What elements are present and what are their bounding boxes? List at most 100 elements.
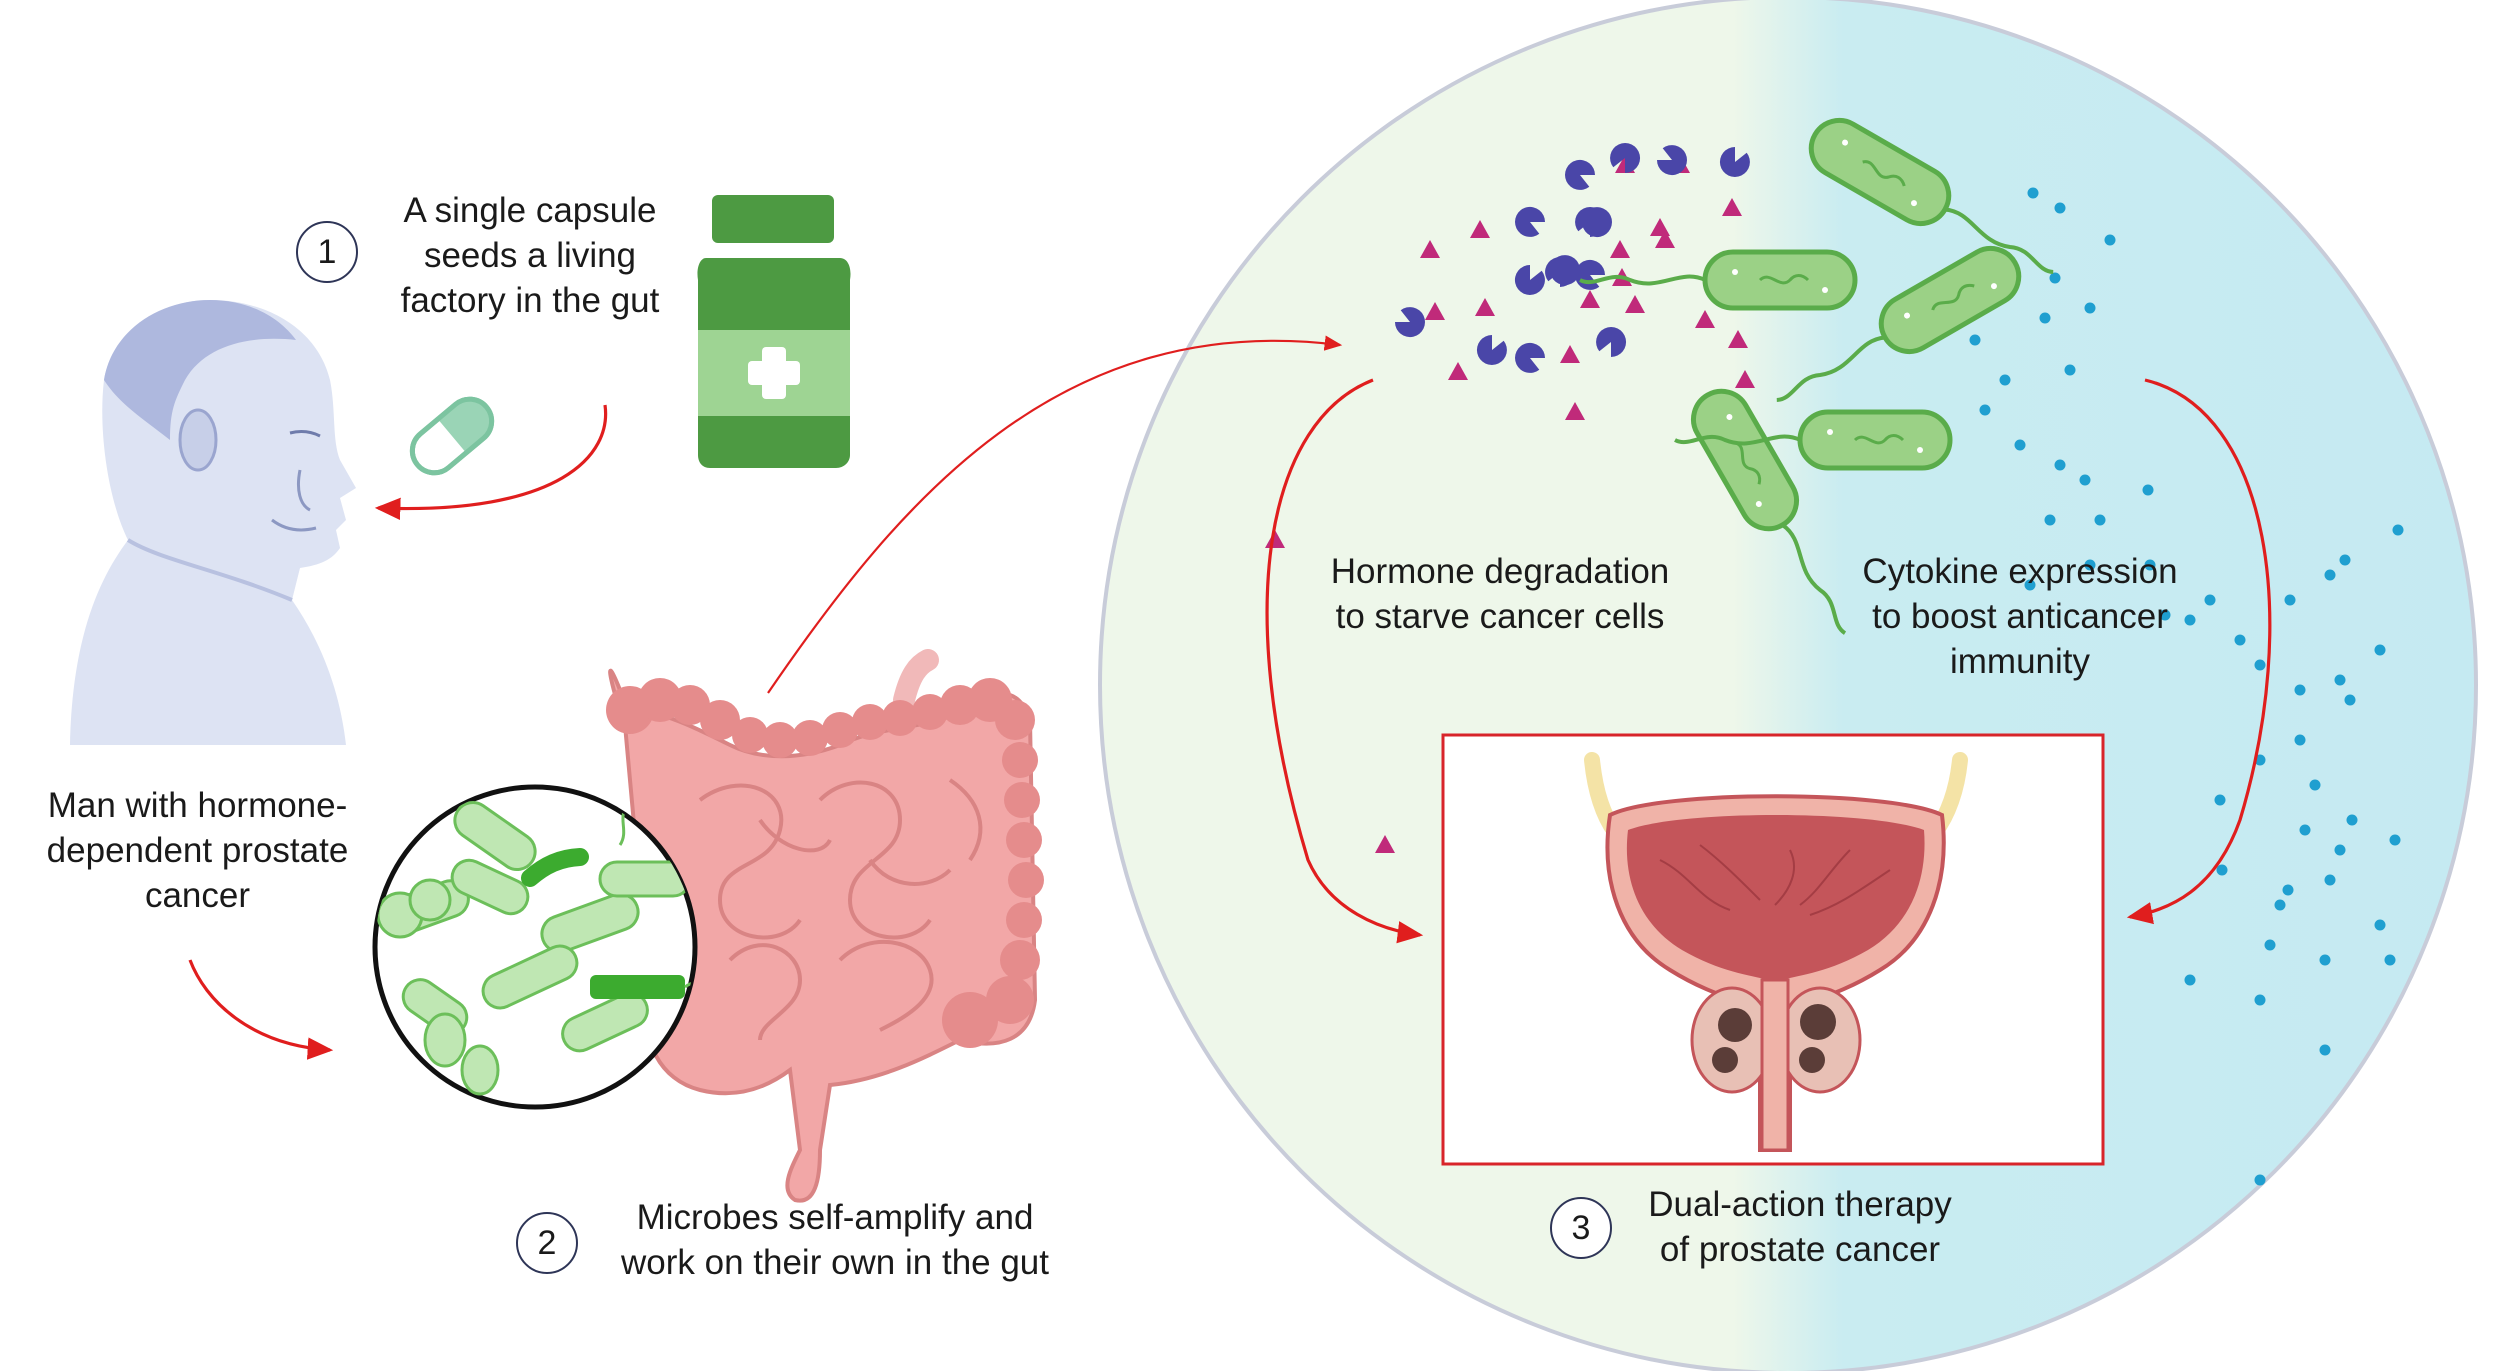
step-1-badge: 1 (296, 221, 358, 283)
cytokine-icon (2299, 824, 2311, 836)
hormone-icon (1695, 310, 1715, 328)
hormone-icon (1650, 218, 1670, 236)
bacteria-flagellum (1781, 523, 1847, 635)
hormone-icon (1420, 240, 1440, 258)
enzyme-icon (1610, 143, 1641, 174)
step-2-line: Microbes self-amplify and (636, 1198, 1034, 1237)
bacteria-dna (1931, 283, 1975, 311)
cytokine-icon (2049, 272, 2061, 284)
cytokine-icon (2324, 569, 2336, 581)
bacteria-body (1808, 118, 1952, 226)
cytokine-icon (2264, 939, 2276, 951)
cytokine-icon (2184, 974, 2196, 986)
cytokine-icon (2254, 659, 2266, 671)
cytokine-icon (2384, 954, 2396, 966)
bacteria-granule (1904, 312, 1911, 319)
bacteria-flagellum (1944, 207, 2054, 274)
cytokine-icon (2319, 954, 2331, 966)
step-3-badge: 3 (1550, 1197, 1612, 1259)
cytokine-icon (2334, 674, 2346, 686)
bacteria-icon (1776, 246, 2022, 402)
cytokine-line: to boost anticancer (1872, 597, 2168, 636)
cytokine-icon (2214, 794, 2226, 806)
hormone-icon (1655, 230, 1675, 248)
cytokine-icon (2254, 1174, 2266, 1186)
hormone-icon (1735, 370, 1755, 388)
enzyme-icon (1549, 255, 1580, 286)
hormone-line: Hormone degradation (1330, 552, 1670, 591)
hormone-icon (1610, 240, 1630, 258)
cytokine-icon (2334, 844, 2346, 856)
cytokine-icon (1969, 334, 1981, 346)
cytokine-icon (2084, 559, 2096, 571)
cytokine-icon (2392, 524, 2404, 536)
bacteria-granule (1822, 287, 1828, 293)
cytokine-icon (2216, 864, 2228, 876)
hormone-icon (1728, 330, 1748, 348)
capsule-icon (409, 396, 495, 476)
hormone-icon (1265, 530, 1285, 548)
cytokine-icon (2079, 474, 2091, 486)
cytokine-icon (2339, 554, 2351, 566)
enzyme-icon (1515, 206, 1546, 237)
cytokine-icon (2282, 884, 2294, 896)
prostate-icon (1584, 752, 1968, 1152)
cytokine-icon (2204, 594, 2216, 606)
hormone-icon (1565, 402, 1585, 420)
hormone-icon (1625, 295, 1645, 313)
bacteria-body (1702, 249, 1858, 311)
bacteria-flagellum (1776, 335, 1886, 402)
cytokine-icon (2027, 187, 2039, 199)
enzyme-icon (1656, 145, 1687, 176)
step-2-label: Microbes self-amplify and work on their … (590, 1195, 1080, 1285)
step-3-label: Dual-action therapy of prostate cancer (1620, 1182, 1980, 1272)
step-1-line: seeds a living (423, 236, 637, 275)
head-icon (70, 300, 356, 745)
bacteria-icon (1674, 409, 1953, 471)
patient-line: Man with hormone- (47, 786, 348, 825)
bacteria-icon (1579, 249, 1858, 311)
flow-arrow (374, 404, 608, 521)
step-3-line: Dual-action therapy (1648, 1185, 1952, 1224)
enzyme-icon (1476, 334, 1507, 365)
bacteria-icon (1691, 388, 1847, 635)
enzyme-icon (1515, 342, 1546, 373)
bacteria-granule (1732, 269, 1738, 275)
cytokine-icon (2344, 694, 2356, 706)
cytokine-icon (2094, 514, 2106, 526)
hormone-icon (1448, 362, 1468, 380)
bacteria-dna (1862, 160, 1906, 187)
step-1-line: A single capsule (403, 191, 657, 230)
cytokine-line: immunity (1949, 642, 2091, 681)
hormone-icon (1470, 220, 1490, 238)
cytokine-icon (2184, 614, 2196, 626)
flow-arrow (188, 959, 334, 1060)
cytokine-icon (2054, 459, 2066, 471)
hormone-icon (1475, 298, 1495, 316)
cytokine-icon (2084, 302, 2096, 314)
cytokine-icon (2389, 834, 2401, 846)
bacteria-body (1797, 409, 1953, 471)
bacteria-flagellum (1579, 274, 1706, 286)
step-2-line: work on their own in the gut (620, 1243, 1049, 1282)
cytokine-icon (2142, 484, 2154, 496)
intestine-icon (606, 649, 1044, 1203)
hormone-line: to starve cancer cells (1335, 597, 1665, 636)
flow-arrow (1265, 378, 1424, 944)
cytokine-icon (2374, 644, 2386, 656)
cytokine-icon (2294, 734, 2306, 746)
bacteria-granule (1726, 414, 1733, 421)
cytokine-icon (2234, 634, 2246, 646)
patient-line: dependent prostate (46, 831, 349, 870)
enzyme-icon (1565, 159, 1596, 190)
enzyme-icon (1514, 264, 1545, 295)
cytokine-icon (2024, 579, 2036, 591)
cytokine-icon (2014, 439, 2026, 451)
cytokine-icon (2044, 514, 2056, 526)
bacteria-dna (1758, 274, 1810, 285)
bacteria-granule (1827, 429, 1833, 435)
cytokine-icon (2254, 994, 2266, 1006)
cytokine-icon (2159, 609, 2171, 621)
bacteria-dna (1853, 434, 1905, 445)
